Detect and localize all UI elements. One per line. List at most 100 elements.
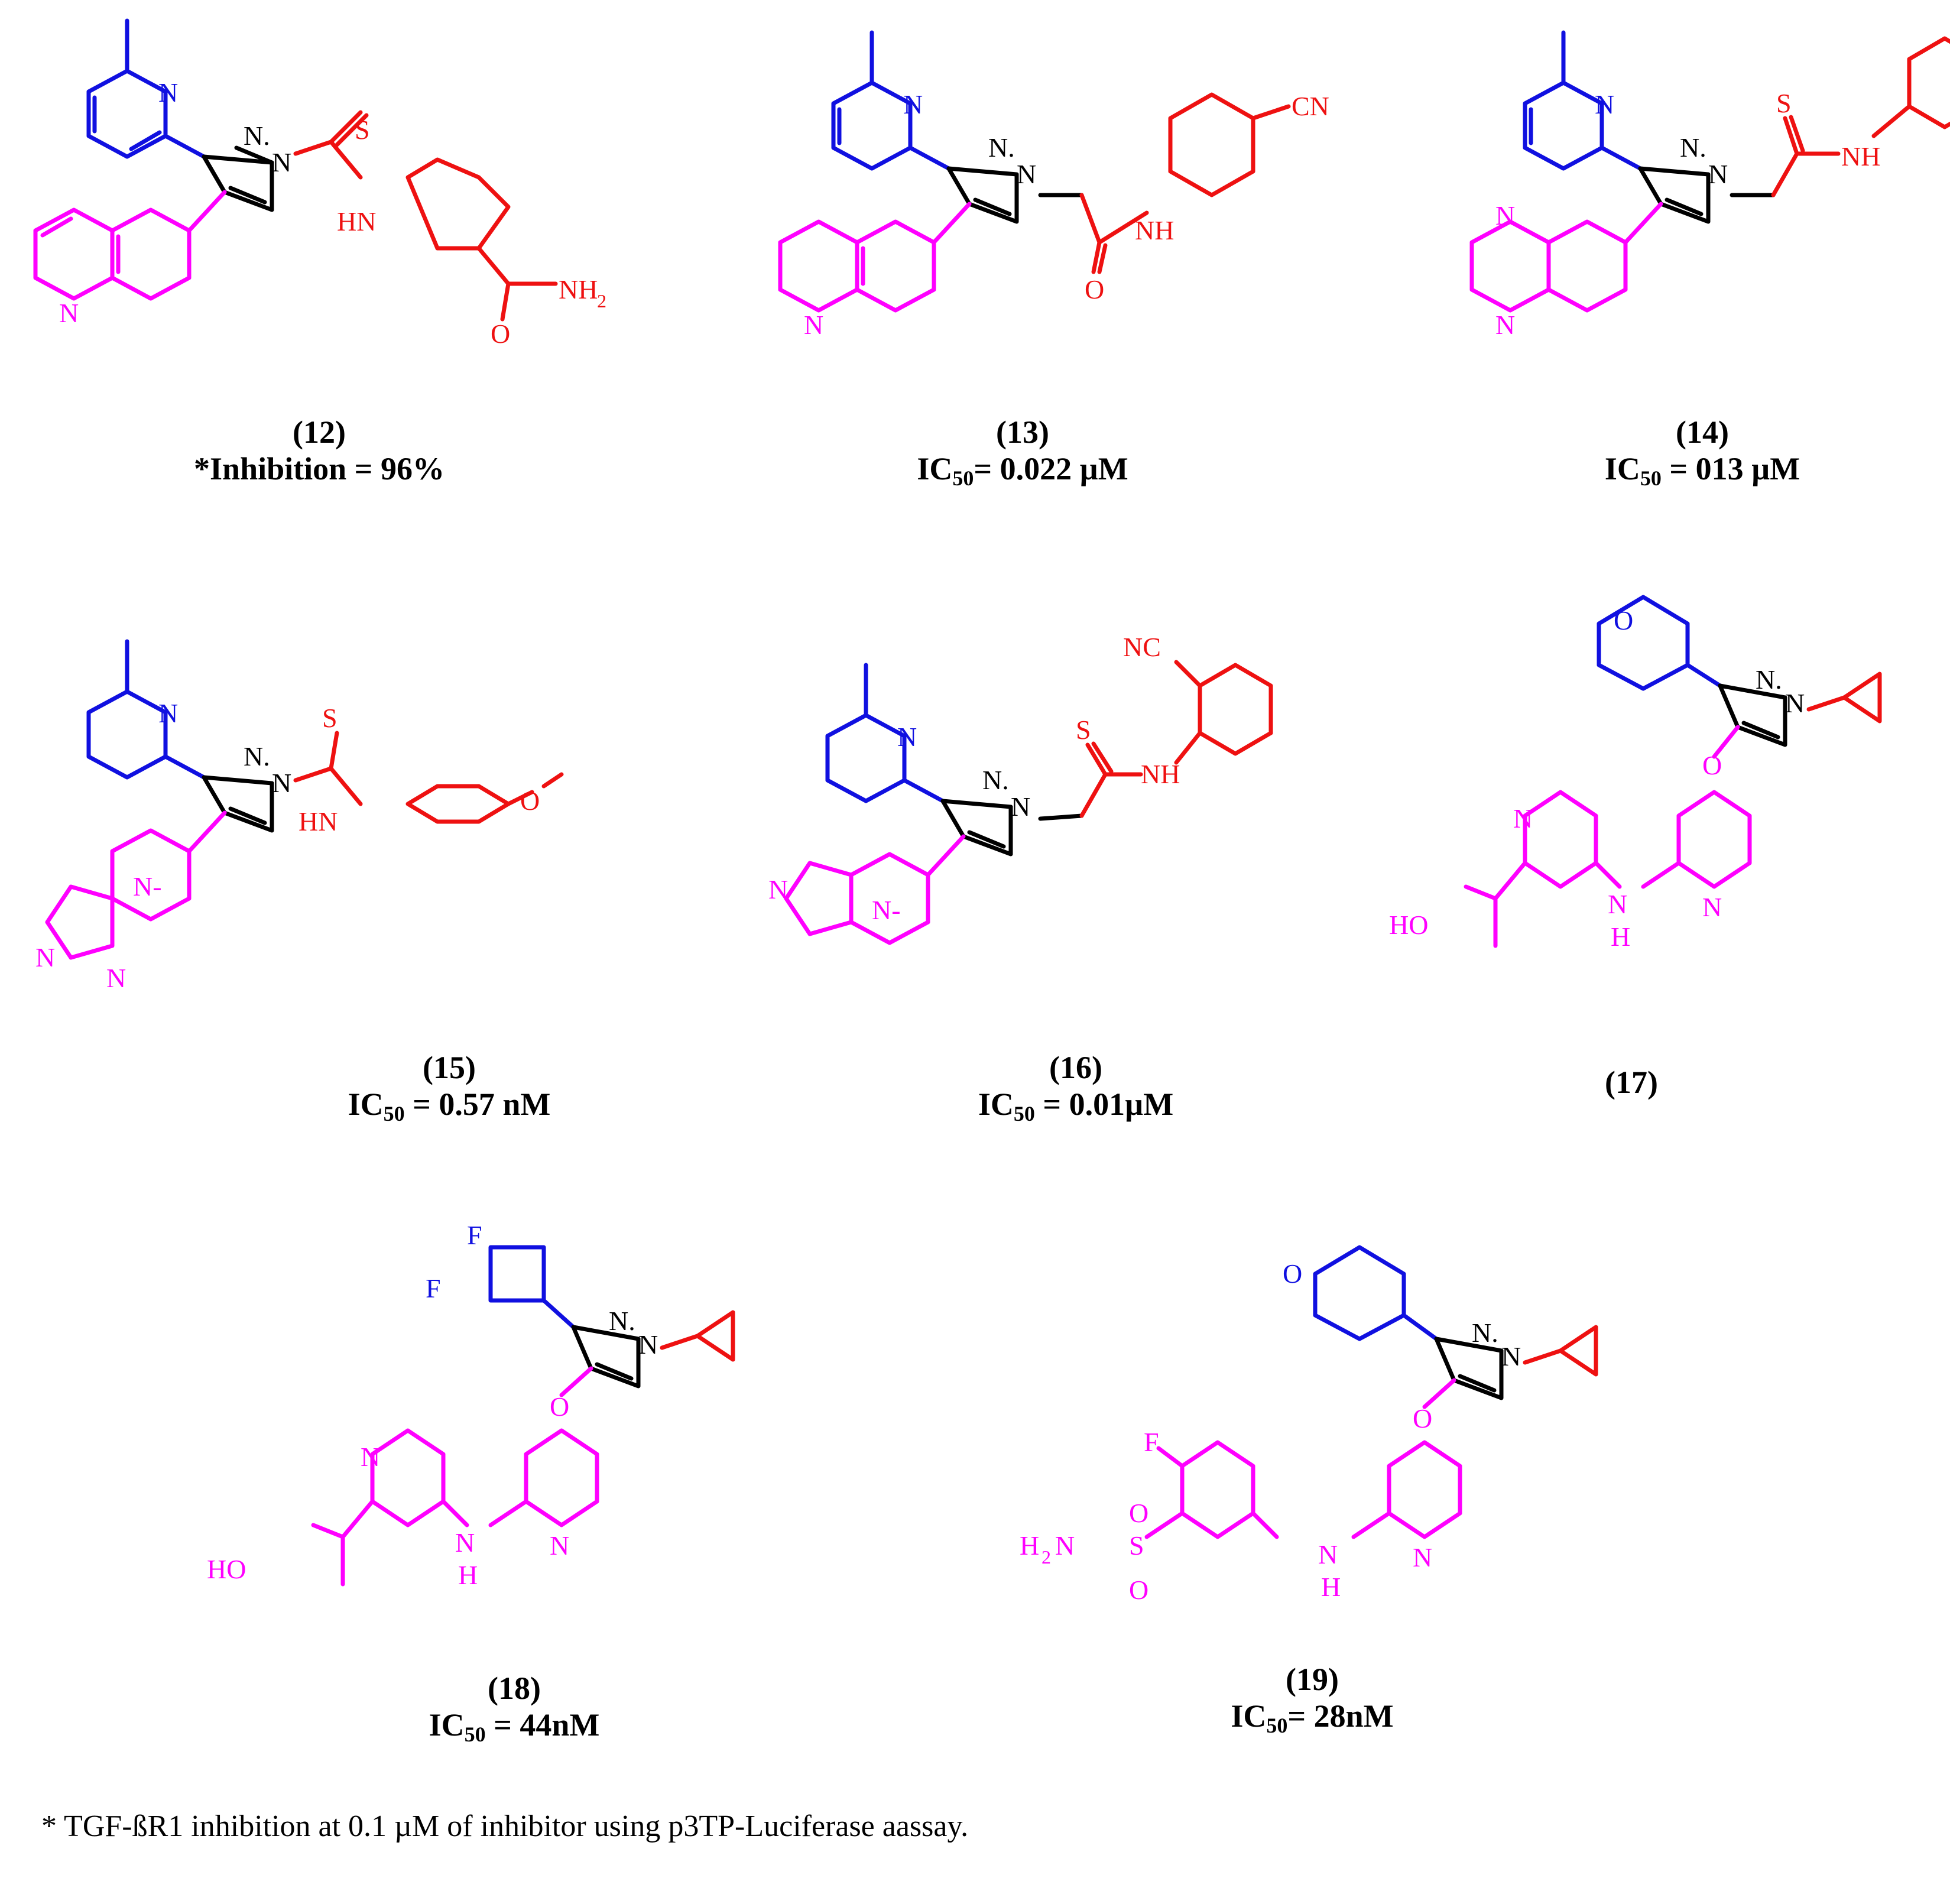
atom-label: N xyxy=(768,874,788,904)
activity-suffix: = 28nM xyxy=(1287,1698,1394,1734)
atom-label: O xyxy=(1085,274,1104,304)
atom-label: N xyxy=(455,1527,475,1558)
compound-id: (17) xyxy=(1605,1065,1658,1100)
atom-label: N xyxy=(272,147,291,177)
methylpyridine-ring xyxy=(86,18,206,159)
atom-label: N xyxy=(903,89,923,119)
atom-label: HO xyxy=(207,1554,246,1584)
activity-sub: 50 xyxy=(952,466,974,490)
atom-label: F xyxy=(467,1220,482,1250)
atom-label: N xyxy=(1708,159,1728,189)
atom-label: O xyxy=(1614,605,1633,635)
caption-16: (16) IC50 = 0.01µM xyxy=(898,1049,1253,1126)
atom-label: O xyxy=(520,786,540,816)
structure-13: N N N N. O NH CN xyxy=(778,30,1329,340)
atom-label: N. xyxy=(609,1306,635,1336)
atom-label: HN xyxy=(298,806,338,836)
atom-label: N. xyxy=(982,765,1009,795)
activity-suffix: = 0.022 µM xyxy=(974,451,1128,486)
atom-label: N xyxy=(1017,159,1036,189)
atom-label: NH xyxy=(1841,141,1880,171)
activity-value: IC50 = 44nM xyxy=(337,1707,692,1747)
atom-label: S xyxy=(355,115,370,145)
compound-id: (19) xyxy=(1286,1662,1339,1697)
atom-label: N xyxy=(1513,803,1533,833)
thiourea-linker xyxy=(293,110,558,322)
atom-label: S xyxy=(1129,1530,1144,1561)
atom-label: N xyxy=(1608,889,1627,919)
atom-label: NH xyxy=(559,274,598,304)
atom-label: O xyxy=(550,1391,569,1422)
activity-prefix: IC xyxy=(917,451,953,486)
atom-label: NH xyxy=(1135,215,1174,245)
structure-15: N N- N N N N. S HN O xyxy=(35,639,564,993)
atom-label: N xyxy=(638,1329,658,1360)
atom-label: O xyxy=(1702,750,1722,780)
atom-label: N xyxy=(158,77,178,108)
atom-label: HN xyxy=(337,206,376,236)
atom-label: N xyxy=(158,698,178,728)
atom-label: N xyxy=(1495,310,1515,340)
atom-label: N xyxy=(361,1442,380,1472)
activity-prefix: IC xyxy=(1231,1698,1267,1734)
activity-prefix: IC xyxy=(978,1086,1014,1122)
atom-label: N. xyxy=(1472,1318,1498,1348)
atom-label: N xyxy=(272,768,291,798)
activity-sub: 50 xyxy=(1640,466,1662,490)
activity-prefix: IC xyxy=(348,1086,384,1122)
activity-value: IC50 = 0.57 nM xyxy=(272,1086,627,1126)
atom-label: N. xyxy=(988,132,1015,163)
activity-value: IC50= 0.022 µM xyxy=(845,450,1200,491)
atom-label: NH xyxy=(1141,759,1180,789)
atom-label: N xyxy=(1318,1539,1338,1569)
compound-id: (15) xyxy=(423,1050,476,1085)
atom-label: N. xyxy=(1680,132,1706,163)
atom-label: N xyxy=(59,298,79,328)
atom-label: S xyxy=(322,703,338,733)
structure-12: N N N N. S HN xyxy=(33,18,606,349)
atom-label: F xyxy=(1144,1427,1159,1457)
atom-label: N. xyxy=(244,741,270,771)
caption-12: (12) *Inhibition = 96% xyxy=(142,414,497,491)
activity-sub: 50 xyxy=(1266,1714,1288,1737)
atom-label: N xyxy=(1413,1542,1432,1572)
activity-suffix: = 44nM xyxy=(485,1707,600,1743)
atom-label: N- xyxy=(133,871,162,901)
compound-id: (14) xyxy=(1676,414,1729,450)
structure-19: O N N. O N N H F S O O H 2 N xyxy=(1020,1245,1598,1605)
caption-17: (17) xyxy=(1454,1064,1809,1101)
caption-19: (19) IC50= 28nM xyxy=(1135,1661,1490,1738)
atom-label: 2 xyxy=(597,290,606,312)
activity-sub: 50 xyxy=(383,1102,405,1125)
compound-id: (18) xyxy=(488,1671,541,1706)
activity-suffix: = 0.01µM xyxy=(1034,1086,1174,1122)
atom-label: N xyxy=(106,963,126,993)
atom-label: N xyxy=(550,1530,569,1561)
atom-label: 2 xyxy=(1041,1546,1051,1568)
caption-15: (15) IC50 = 0.57 nM xyxy=(272,1049,627,1126)
caption-13: (13) IC50= 0.022 µM xyxy=(845,414,1200,491)
activity-value: IC50 = 0.01µM xyxy=(898,1086,1253,1126)
atom-label: N. xyxy=(244,121,270,151)
atom-label: N xyxy=(1495,200,1515,231)
atom-label: O xyxy=(491,319,510,349)
atom-label: N xyxy=(804,310,823,340)
footnote: * TGF-ßR1 inhibition at 0.1 µM of inhibi… xyxy=(41,1809,969,1843)
atom-label: O xyxy=(1283,1258,1302,1289)
pyrazole-ring xyxy=(202,145,274,212)
atom-label: N xyxy=(1011,792,1030,822)
structure-17: O N N. O N N H N HO xyxy=(1389,595,1882,952)
activity-value: IC50 = 013 µM xyxy=(1525,450,1880,491)
atom-label: N xyxy=(1702,892,1722,922)
atom-label: H xyxy=(1321,1572,1341,1602)
atom-label: S xyxy=(1076,715,1091,745)
atom-label: N. xyxy=(1756,664,1782,695)
atom-label: H xyxy=(1611,922,1630,952)
caption-14: (14) IC50 = 013 µM xyxy=(1525,414,1880,491)
activity-suffix: = 013 µM xyxy=(1661,451,1800,486)
activity-value: *Inhibition = 96% xyxy=(142,450,497,491)
activity-value: IC50= 28nM xyxy=(1135,1698,1490,1738)
structure-14: N N N N N. S NH xyxy=(1469,30,1950,340)
